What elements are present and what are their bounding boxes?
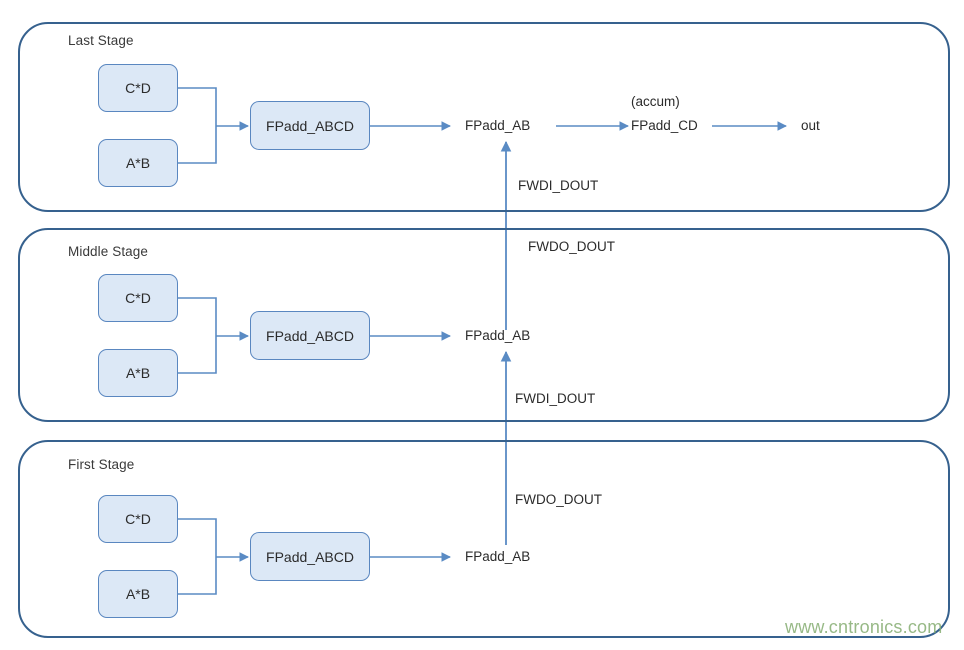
middle-stage-connectors: [178, 297, 451, 374]
stage-title-last: Last Stage: [68, 33, 134, 48]
node-label-fpadd-ab-first: FPadd_AB: [465, 549, 531, 564]
stage-title-first: First Stage: [68, 457, 135, 472]
node-label-fpadd-ab-middle: FPadd_AB: [465, 328, 531, 343]
watermark-cntronics: www.cntronics.com: [785, 617, 943, 637]
stage-frame-last: [18, 22, 950, 212]
operand-box-ab-first: A*B: [98, 570, 178, 618]
node-label-fpadd-ab-last: FPadd_AB: [465, 118, 531, 133]
wire-label-fwdo-dout-top: FWDO_DOUT: [528, 239, 615, 254]
operand-box-cd-middle: C*D: [98, 274, 178, 322]
first-stage-connectors: [178, 518, 451, 595]
node-label-accum: (accum): [631, 94, 680, 109]
node-label-fpadd-cd: FPadd_CD: [631, 118, 698, 133]
last-stage-connectors: [178, 87, 787, 164]
stage-title-middle: Middle Stage: [68, 244, 148, 259]
wire-label-fwdi-dout-top: FWDI_DOUT: [518, 178, 599, 193]
operand-box-cd-last: C*D: [98, 64, 178, 112]
operand-box-ab-last: A*B: [98, 139, 178, 187]
operand-box-cd-first: C*D: [98, 495, 178, 543]
wire-label-fwdo-dout-bottom: FWDO_DOUT: [515, 492, 602, 507]
wire-label-fwdi-dout-bottom: FWDI_DOUT: [515, 391, 596, 406]
stage-frame-middle: [18, 228, 950, 422]
adder-box-middle: FPadd_ABCD: [250, 311, 370, 360]
node-label-out: out: [801, 118, 820, 133]
stage-frame-first: [18, 440, 950, 638]
adder-box-last: FPadd_ABCD: [250, 101, 370, 150]
operand-box-ab-middle: A*B: [98, 349, 178, 397]
adder-box-first: FPadd_ABCD: [250, 532, 370, 581]
